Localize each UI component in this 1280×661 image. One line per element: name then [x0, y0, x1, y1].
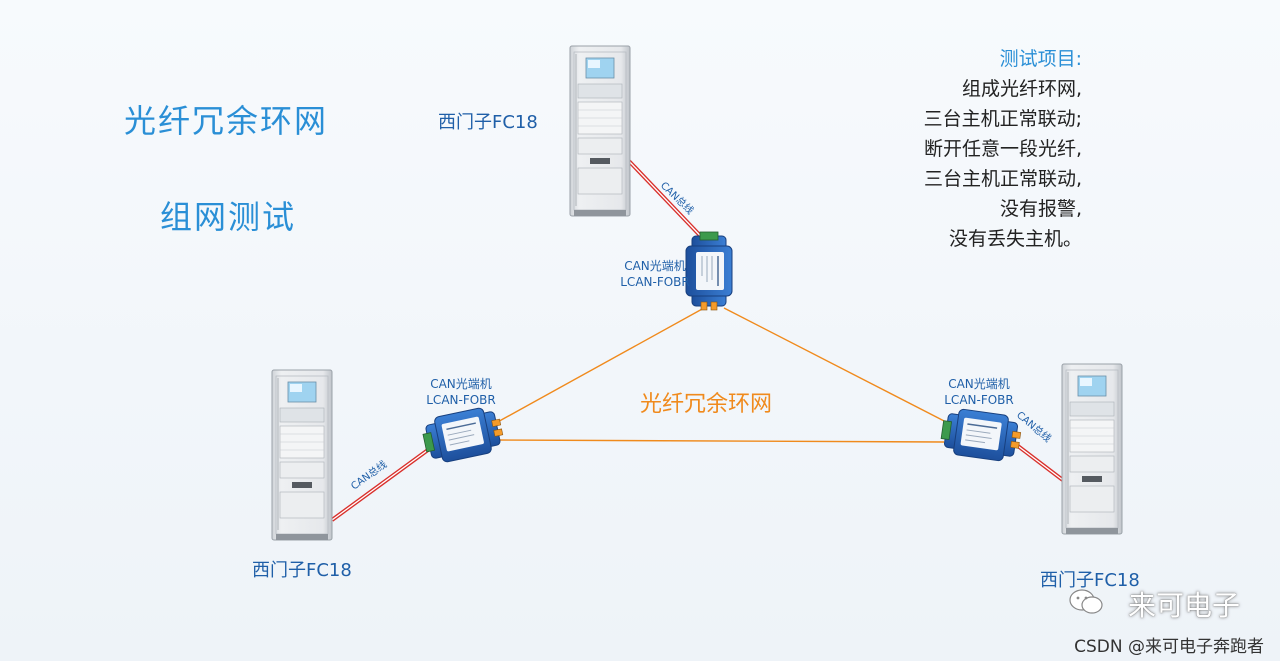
- panel-label-right: 西门子FC18: [1040, 570, 1140, 591]
- panel-label-left: 西门子FC18: [252, 560, 352, 581]
- fire-panel-left: [271, 369, 333, 541]
- converter-label-left-model: LCAN-FOBR: [426, 393, 496, 407]
- test-item-line: 没有报警,: [999, 198, 1082, 220]
- converter-right: [938, 406, 1024, 464]
- converter-label-right-model: LCAN-FOBR: [944, 393, 1014, 407]
- test-items: 测试项目: 组成光纤环网, 三台主机正常联动; 断开任意一段光纤, 三台主机正常…: [924, 44, 1082, 254]
- fiber-bottom: [497, 439, 945, 443]
- converter-label-left: CAN光端机 LCAN-FOBR: [418, 376, 504, 408]
- fire-panel-right: [1061, 363, 1123, 535]
- test-item-line: 三台主机正常联动;: [923, 108, 1082, 130]
- test-items-heading: 测试项目:: [999, 48, 1082, 70]
- panel-label-top: 西门子FC18: [438, 112, 538, 133]
- ring-label: 光纤冗余环网: [640, 392, 773, 417]
- can-bus-label-left: CAN总线: [348, 458, 389, 493]
- fiber-ring: [493, 307, 951, 443]
- converter-label-top-name: CAN光端机: [624, 259, 686, 273]
- diagram-title-line2: 组网测试: [160, 198, 297, 236]
- fiber-top-right: [723, 307, 951, 425]
- fire-panel-top: [569, 45, 631, 217]
- wechat-icon: [1069, 589, 1103, 614]
- watermark-brand: 来可电子: [1127, 589, 1240, 622]
- fiber-top-left: [493, 307, 705, 425]
- converter-label-top: CAN光端机 LCAN-FOBR: [612, 258, 698, 290]
- converter-label-left-name: CAN光端机: [430, 377, 492, 391]
- converter-label-right-name: CAN光端机: [948, 377, 1010, 391]
- diagram-title-line1: 光纤冗余环网: [124, 102, 329, 140]
- can-cable-top: [626, 158, 714, 250]
- test-item-line: 没有丢失主机。: [948, 228, 1082, 250]
- converter-label-top-model: LCAN-FOBR: [620, 275, 690, 289]
- can-cable-left: [330, 445, 434, 522]
- can-cable-right: [1008, 438, 1070, 486]
- test-item-line: 断开任意一段光纤,: [923, 138, 1082, 160]
- can-bus-label-right: CAN总线: [1014, 408, 1054, 445]
- converter-label-right: CAN光端机 LCAN-FOBR: [936, 376, 1022, 408]
- csdn-credit: CSDN @来可电子奔跑者: [1074, 637, 1264, 657]
- test-item-line: 三台主机正常联动,: [923, 168, 1082, 190]
- converter-left: [419, 403, 507, 467]
- test-item-line: 组成光纤环网,: [961, 78, 1082, 100]
